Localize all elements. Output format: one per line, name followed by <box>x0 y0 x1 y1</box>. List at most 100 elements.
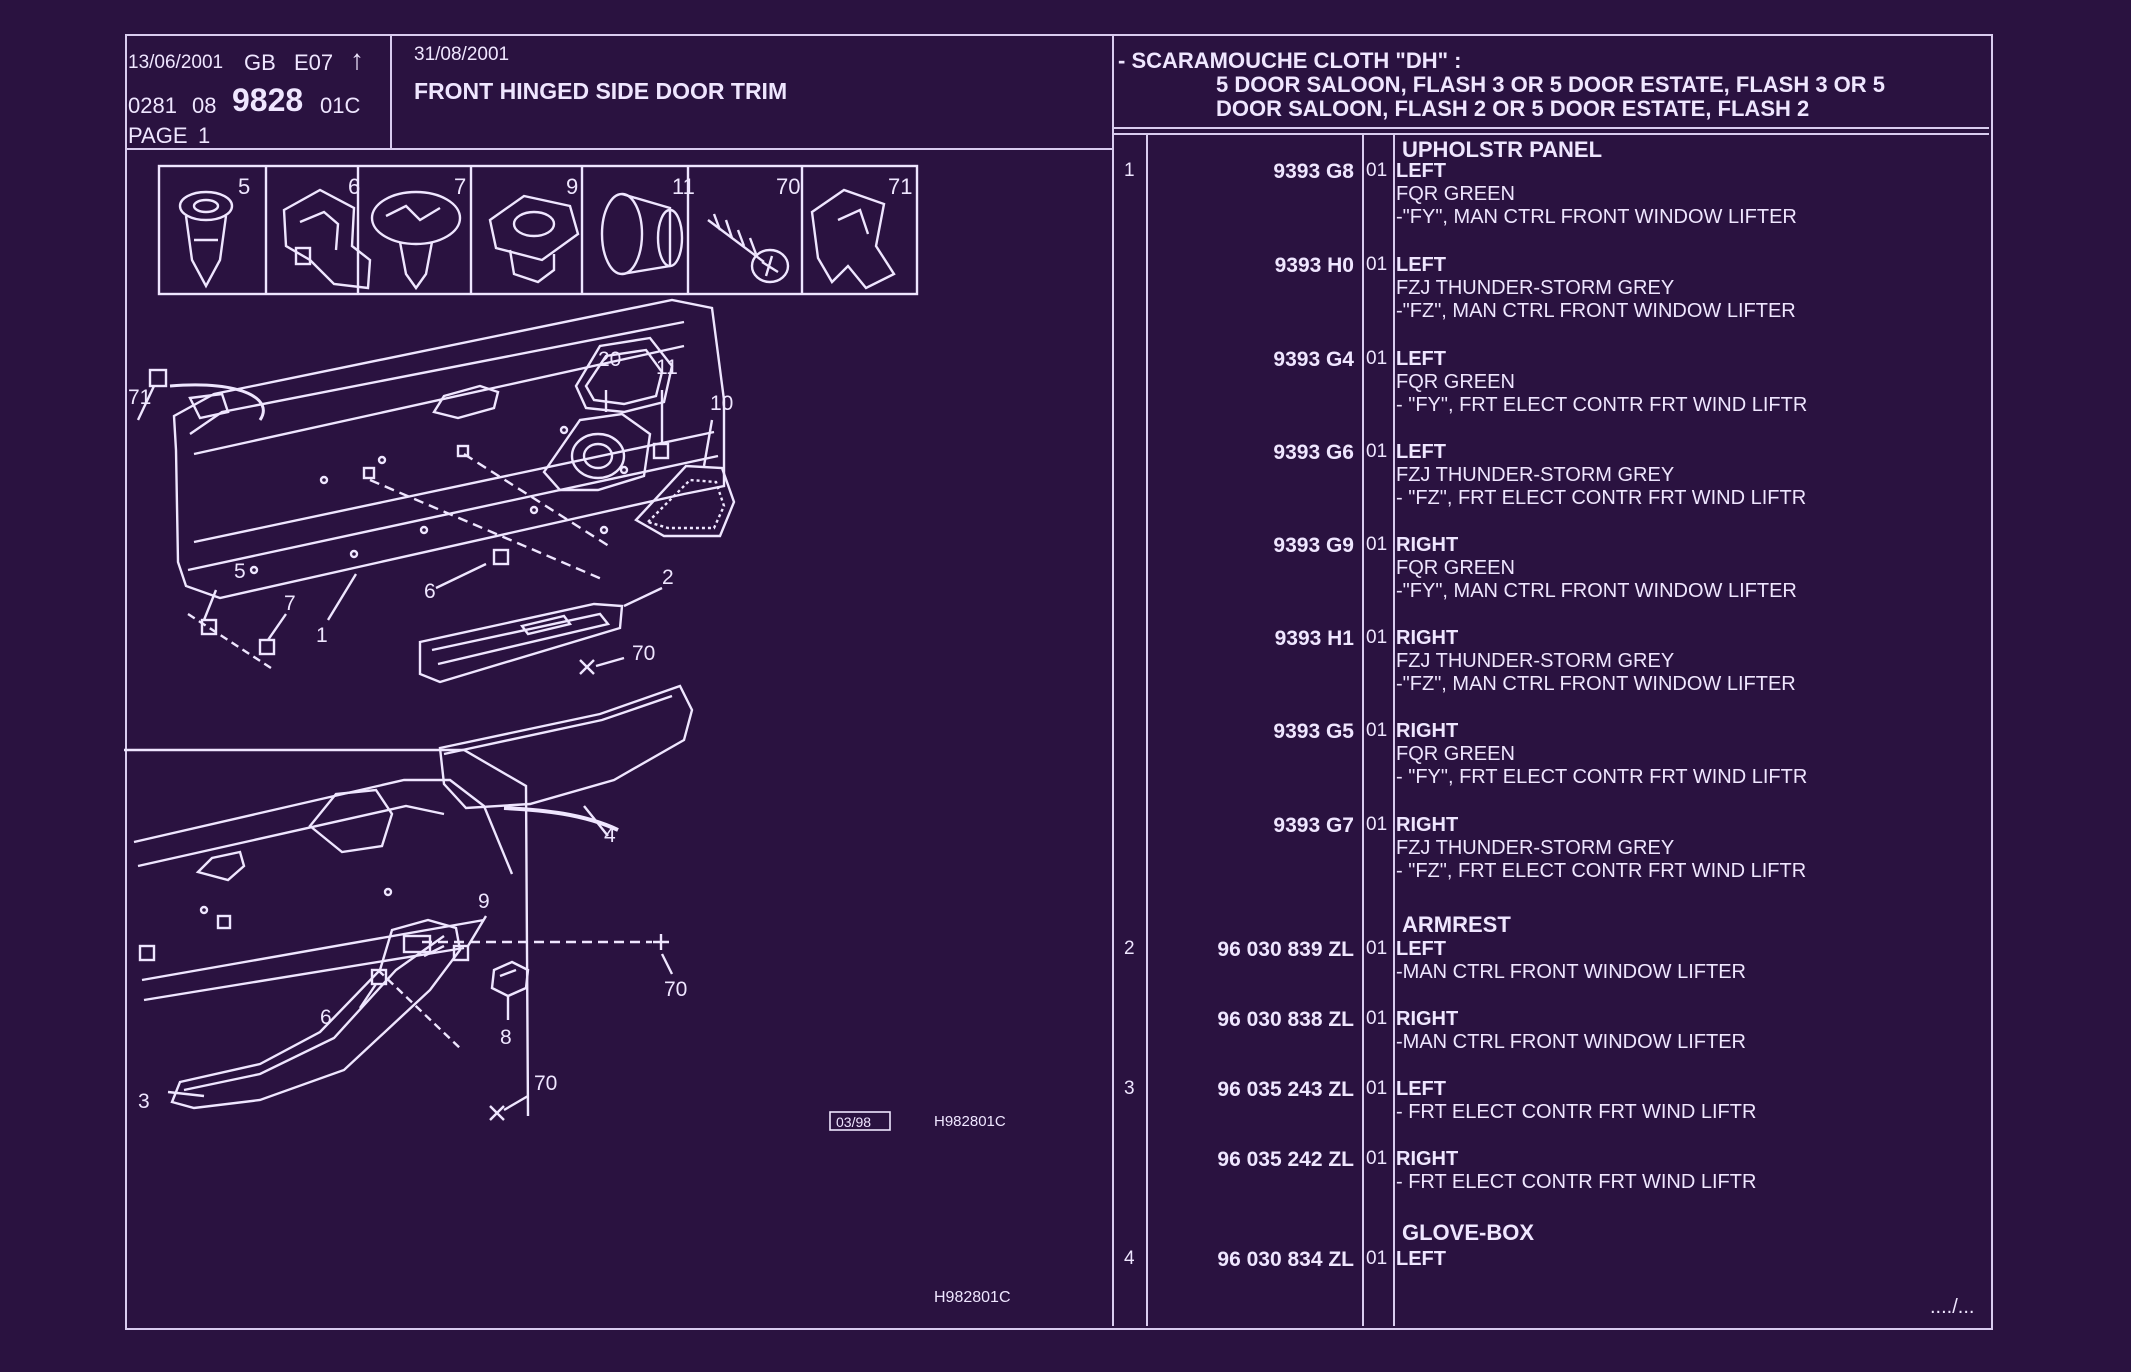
part-version: 01 <box>1366 938 1388 959</box>
part-side: RIGHT <box>1396 814 1459 836</box>
armrest-2 <box>418 586 663 684</box>
part-version: 01 <box>1366 1008 1388 1029</box>
part-number: 9393 H0 <box>1274 254 1354 277</box>
col-ref-divider <box>1146 133 1148 1326</box>
header-divider-1 <box>390 36 392 150</box>
callout-70-lower: 70 <box>534 1072 557 1095</box>
condition-line-3: DOOR SALOON, FLASH 2 OR 5 DOOR ESTATE, F… <box>1216 96 1810 121</box>
part-side: LEFT <box>1396 938 1446 960</box>
group-title-upholstr-panel: UPHOLSTR PANEL <box>1402 137 1603 162</box>
part-desc-line-2: FZJ THUNDER-STORM GREY <box>1396 650 1675 672</box>
part-ref: 2 <box>1124 938 1135 959</box>
part-number: 96 035 243 ZL <box>1217 1078 1354 1101</box>
part-version: 01 <box>1366 534 1388 555</box>
part-side: RIGHT <box>1396 534 1459 556</box>
part-version: 01 <box>1366 441 1388 462</box>
table-top-line <box>1112 133 1989 135</box>
clip-6-icon <box>282 188 372 290</box>
part-description: LEFT-MAN CTRL FRONT WINDOW LIFTER <box>1396 938 1746 984</box>
part-desc-line-2: FZJ THUNDER-STORM GREY <box>1396 277 1675 299</box>
part-desc-line-2: - FRT ELECT CONTR FRT WIND LIFTR <box>1396 1171 1757 1193</box>
callout-4: 4 <box>604 824 616 847</box>
part-description: LEFT- FRT ELECT CONTR FRT WIND LIFTR <box>1396 1078 1756 1124</box>
clip-5-icon <box>178 190 234 289</box>
up-arrow-icon: ↑ <box>350 44 364 75</box>
part-desc-line-3: -"FY", MAN CTRL FRONT WINDOW LIFTER <box>1396 206 1797 228</box>
part-number: 9393 G9 <box>1273 534 1354 557</box>
box-label-9: 9 <box>566 174 578 199</box>
callout-9: 9 <box>478 890 490 913</box>
callout-11: 11 <box>656 356 678 379</box>
part-side: LEFT <box>1396 348 1446 370</box>
part-description: RIGHT-MAN CTRL FRONT WINDOW LIFTER <box>1396 1008 1746 1054</box>
clip-71-icon <box>810 188 896 290</box>
part-side: LEFT <box>1396 160 1446 182</box>
armrest-4 <box>438 684 694 837</box>
plate-suffix: 01C <box>320 93 361 118</box>
box-label-5: 5 <box>238 174 250 199</box>
part-side: RIGHT <box>1396 627 1459 649</box>
part-number: 9393 G4 <box>1273 348 1354 371</box>
speaker-assembly <box>542 390 736 538</box>
part-desc-line-3: -"FZ", MAN CTRL FRONT WINDOW LIFTER <box>1396 673 1796 695</box>
box-label-71: 71 <box>888 174 912 199</box>
part-ref: 1 <box>1124 160 1135 181</box>
part-version: 01 <box>1366 254 1388 275</box>
part-version: 01 <box>1366 160 1388 181</box>
part-ref: 3 <box>1124 1078 1135 1099</box>
part-side: LEFT <box>1396 254 1446 276</box>
callout-7: 7 <box>284 592 296 615</box>
box-label-70: 70 <box>776 174 800 199</box>
part-version: 01 <box>1366 1078 1388 1099</box>
callout-20: 20 <box>598 348 621 371</box>
print-date: 13/06/2001 <box>128 52 224 73</box>
part-desc-line-3: -"FY", MAN CTRL FRONT WINDOW LIFTER <box>1396 580 1797 602</box>
callout-1: 1 <box>316 624 328 647</box>
box-label-7: 7 <box>454 174 466 199</box>
box-label-6: 6 <box>348 174 360 199</box>
edition-code: E07 <box>294 50 334 75</box>
part-desc-line-2: FZJ THUNDER-STORM GREY <box>1396 837 1675 859</box>
part-description: LEFT <box>1396 1248 1446 1271</box>
part-desc-line-2: FQR GREEN <box>1396 371 1515 393</box>
part-description: RIGHT- FRT ELECT CONTR FRT WIND LIFTR <box>1396 1148 1756 1194</box>
part-side: RIGHT <box>1396 1008 1459 1030</box>
lower-variant <box>124 748 674 1121</box>
callout-2: 2 <box>662 566 674 589</box>
callout-8: 8 <box>500 1026 512 1049</box>
condition-line-1: - SCARAMOUCHE CLOTH "DH" : <box>1118 48 1462 73</box>
part-version: 01 <box>1366 348 1388 369</box>
part-number: 9393 H1 <box>1274 627 1354 650</box>
callout-6-lower: 6 <box>320 1006 332 1029</box>
part-version: 01 <box>1366 720 1388 741</box>
header-bottom-right <box>1112 127 1989 129</box>
part-side: LEFT <box>1396 1078 1446 1100</box>
part-side: RIGHT <box>1396 1148 1459 1170</box>
door-panel-upper <box>172 298 726 600</box>
part-number: 96 030 834 ZL <box>1217 1248 1354 1271</box>
callout-70-mid: 70 <box>664 978 687 1001</box>
col-ver-divider <box>1393 133 1395 1326</box>
diagram-ref-code: H982801C <box>934 1113 1006 1130</box>
callout-3: 3 <box>138 1090 150 1113</box>
part-number: 9393 G6 <box>1273 441 1354 464</box>
group-title-armrest: ARMREST <box>1402 912 1511 937</box>
callout-5: 5 <box>234 560 246 583</box>
part-desc-line-2: FQR GREEN <box>1396 557 1515 579</box>
group-title-glove-box: GLOVE-BOX <box>1402 1220 1535 1245</box>
part-version: 01 <box>1366 814 1388 835</box>
callout-10: 10 <box>710 392 733 415</box>
part-desc-line-2: FZJ THUNDER-STORM GREY <box>1396 464 1675 486</box>
part-number: 96 030 839 ZL <box>1217 938 1354 961</box>
clip-7-icon <box>370 190 462 291</box>
plate-number: 9828 <box>232 82 304 118</box>
continuation-mark: ..../... <box>1930 1296 1975 1318</box>
plate-date: 31/08/2001 <box>414 44 510 65</box>
